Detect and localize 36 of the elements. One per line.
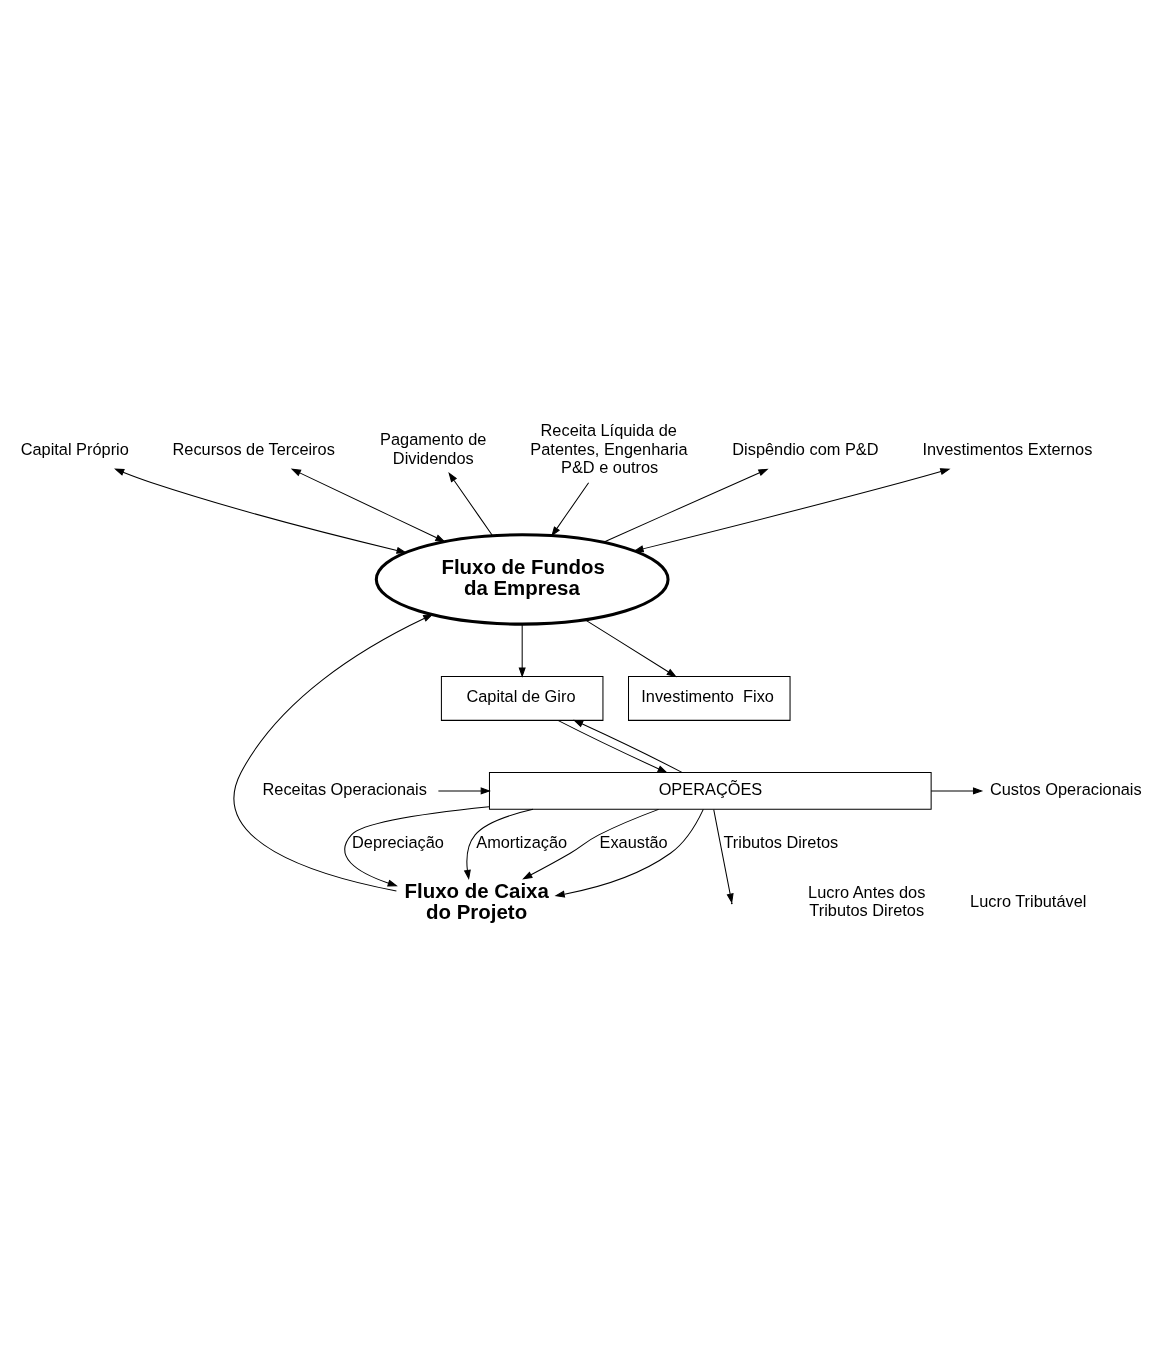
node-box: Capital de Giro	[440, 675, 604, 721]
node-text: Fluxo de Caixa do Projeto	[404, 878, 549, 923]
arrow	[463, 808, 534, 880]
arrow	[584, 618, 677, 677]
arrow	[344, 805, 490, 886]
node-text: Investimentos Externos	[922, 439, 1093, 458]
edge-label: Exaustão	[599, 832, 668, 851]
node-text: Pagamento de Dividendos	[380, 429, 487, 467]
node-text: Recursos de Terceiros	[172, 439, 335, 458]
arrow	[114, 468, 407, 554]
node-box: OPERAÇÕES	[488, 771, 932, 810]
edge-label: Amortização	[476, 832, 568, 851]
node-box: Investimento Fixo	[628, 675, 791, 721]
edge-label: Depreciação	[352, 832, 444, 851]
arrow	[522, 808, 660, 879]
edge-label: Tributos Diretos	[723, 832, 839, 851]
arrow	[518, 623, 526, 678]
arrow	[437, 786, 491, 794]
arrow	[554, 808, 704, 898]
node-text: Receitas Operacionais	[262, 779, 427, 798]
arrow	[290, 468, 446, 542]
arrow	[713, 808, 734, 904]
arrow	[603, 468, 769, 543]
arrow	[633, 467, 951, 552]
node-text: Dispêndio com P&D	[732, 439, 879, 458]
node-text: Custos Operacionais	[989, 779, 1142, 798]
arrow	[930, 786, 984, 794]
arrow	[557, 719, 668, 773]
arrow	[448, 471, 493, 536]
node-text: Capital Próprio	[20, 439, 129, 458]
arrow	[572, 719, 683, 773]
node-text: Receita Líquida de Patentes, Engenharia P&D e outros	[530, 420, 688, 476]
label: Lucro Tributável	[970, 891, 1087, 910]
label: Lucro Antes dos Tributos Diretos	[808, 882, 926, 919]
arrow	[551, 481, 590, 537]
arrow	[233, 613, 434, 891]
